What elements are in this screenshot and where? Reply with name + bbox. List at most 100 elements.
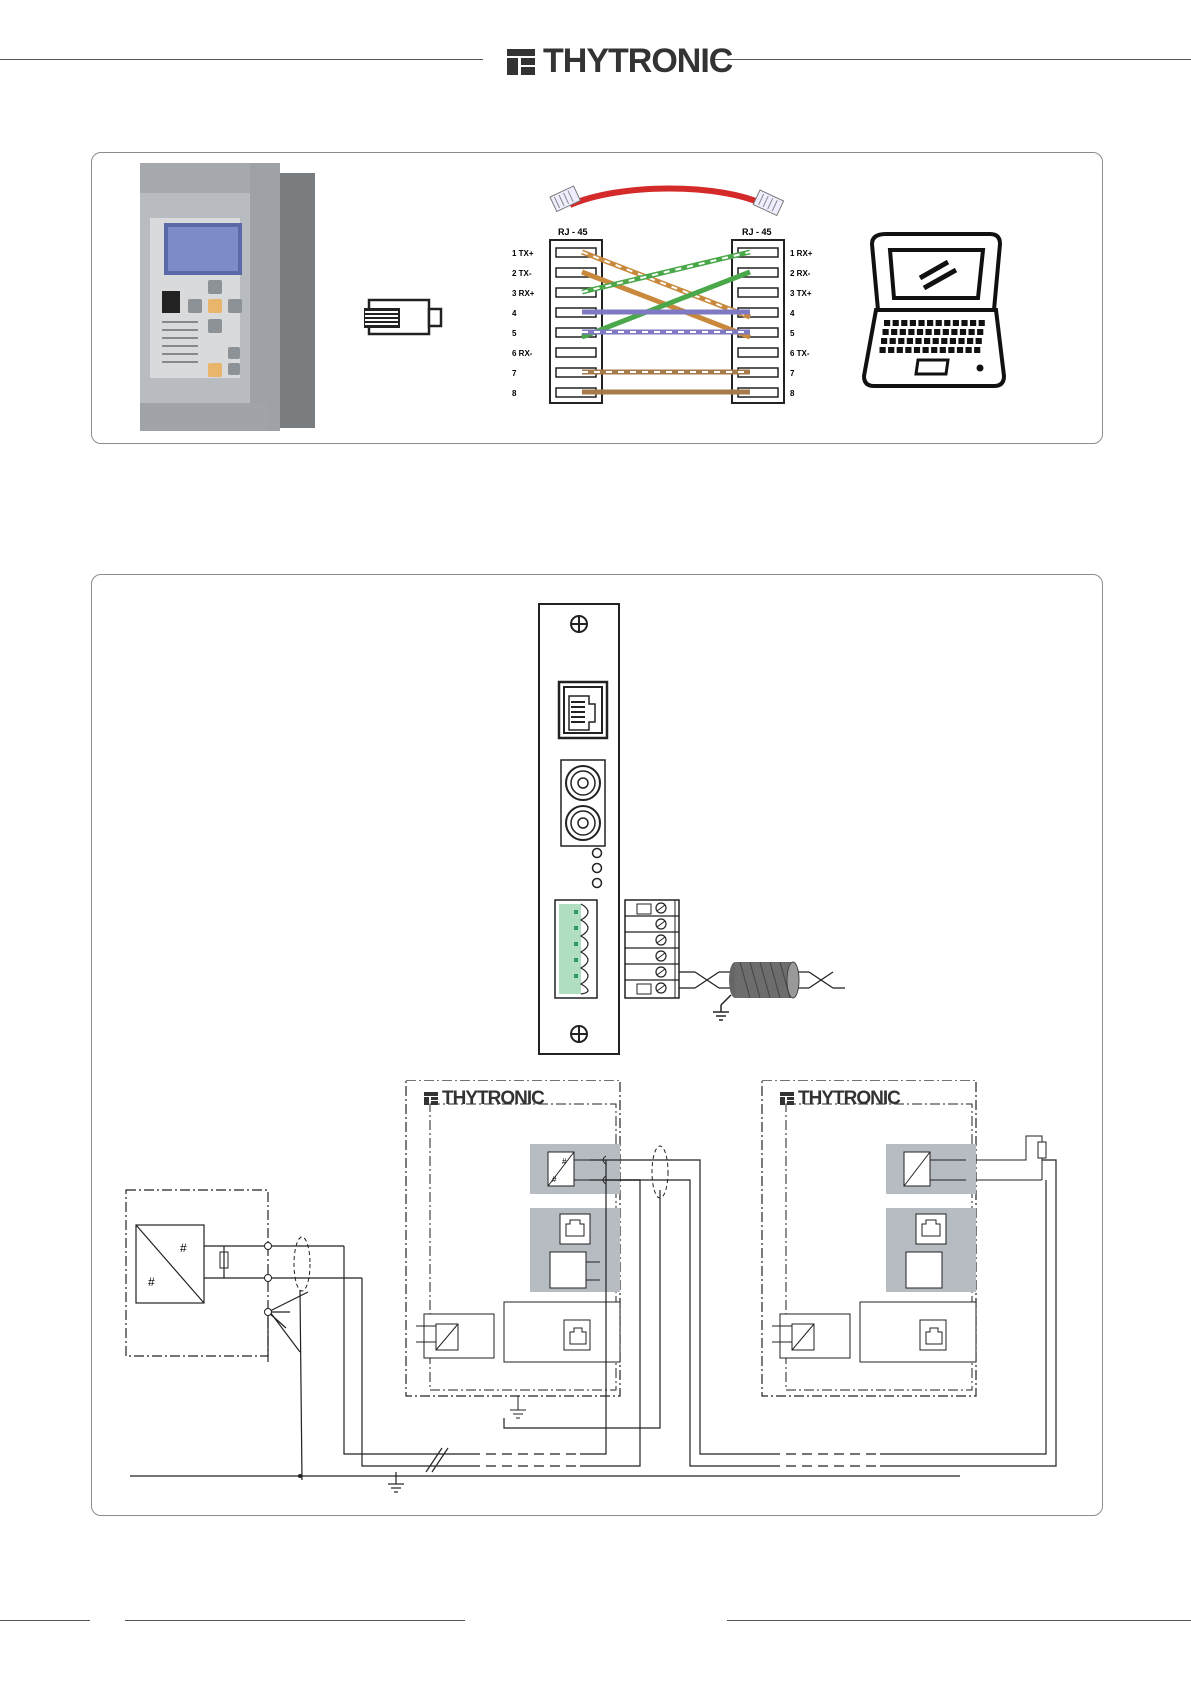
laptop-key [880, 347, 886, 353]
laptop-key [950, 338, 956, 344]
laptop-key [934, 329, 940, 335]
laptop-key [918, 320, 924, 326]
laptop-key [931, 347, 937, 353]
screw-bottom-icon [571, 1026, 587, 1042]
left-pin-label: 2 TX- [512, 269, 532, 278]
device-2-brand: THYTRONIC [798, 1088, 901, 1109]
left-pin-label: 1 TX+ [512, 249, 534, 258]
left-pin-label: 8 [512, 389, 517, 398]
terminal-plug [625, 900, 679, 998]
laptop-key [979, 320, 985, 326]
laptop-key [910, 320, 916, 326]
laptop-key [953, 320, 959, 326]
thytronic-logo-icon [507, 47, 537, 77]
laptop-key [898, 338, 904, 344]
laptop-key [905, 347, 911, 353]
right-pin-label: 1 RX+ [790, 249, 813, 258]
status-led-icons [593, 849, 602, 888]
left-connector-body [550, 240, 602, 403]
fiber-port-tx-icon [566, 766, 600, 800]
laptop-key [957, 347, 963, 353]
laptop-key [907, 338, 913, 344]
brand-logo: THYTRONIC [507, 42, 732, 81]
slave-device-1: THYTRONIC # # [406, 1080, 620, 1418]
laptop-key [900, 329, 906, 335]
laptop-key [897, 347, 903, 353]
svg-text:#: # [180, 1241, 187, 1255]
laptop-key [893, 320, 899, 326]
crossover-cable-diagram: RJ - 45 RJ - 45 1 TX+2 TX-3 RX+456 RX-78… [510, 185, 830, 410]
left-pin-label: 5 [512, 329, 517, 338]
laptop-key [890, 338, 896, 344]
laptop-key [891, 329, 897, 335]
right-plug-icon [753, 190, 783, 215]
fiber-port-rx-icon [566, 806, 600, 840]
right-pin-label: 8 [790, 389, 795, 398]
laptop-key [961, 320, 967, 326]
left-pin-slot [556, 348, 596, 357]
laptop-key [915, 338, 921, 344]
laptop-key [966, 347, 972, 353]
device-1-brand: THYTRONIC [442, 1088, 545, 1109]
laptop-key [960, 329, 966, 335]
laptop-key [941, 338, 947, 344]
right-pin-slot [738, 348, 778, 357]
laptop-key [923, 347, 929, 353]
laptop-key [969, 329, 975, 335]
right-pin-label: 6 TX- [790, 349, 810, 358]
laptop-key [901, 320, 907, 326]
right-pin-label: 5 [790, 329, 795, 338]
right-connector-body [732, 240, 784, 403]
right-pin-label: 2 RX- [790, 269, 811, 278]
left-pin-label: 7 [512, 369, 517, 378]
red-patch-cable [570, 189, 765, 206]
laptop-key [881, 338, 887, 344]
footer-rule-right [727, 1620, 1191, 1621]
laptop-key [917, 329, 923, 335]
laptop-key [914, 347, 920, 353]
laptop-key [908, 329, 914, 335]
svg-text:#: # [562, 1157, 567, 1166]
laptop-key [944, 320, 950, 326]
laptop-key [883, 329, 889, 335]
svg-text:#: # [148, 1275, 155, 1289]
main-ground-icon [388, 1472, 404, 1492]
laptop-key [948, 347, 954, 353]
device-1-ground-icon [510, 1396, 526, 1418]
laptop-key [967, 338, 973, 344]
svg-text:#: # [552, 1175, 557, 1184]
laptop-key [936, 320, 942, 326]
laptop-key [974, 347, 980, 353]
left-plug-icon [550, 186, 580, 211]
laptop-key [933, 338, 939, 344]
slave-device-2: THYTRONIC [762, 1080, 1046, 1396]
left-pin-label: 4 [512, 309, 517, 318]
screw-top-icon [571, 616, 587, 632]
terminal-block-socket [555, 900, 597, 998]
laptop-key [927, 320, 933, 326]
network-wiring-schematic: # # THYTRONIC # # [100, 1080, 1090, 1500]
laptop-key [888, 347, 894, 353]
left-connector-label: RJ - 45 [558, 227, 588, 237]
laptop-icon [858, 228, 1008, 393]
laptop-key [943, 329, 949, 335]
communication-module-board [535, 600, 855, 1060]
header-rule-right [712, 59, 1191, 60]
header-rule-left [0, 59, 483, 60]
footer-rule-middle [125, 1620, 465, 1621]
brand-name: THYTRONIC [543, 42, 732, 81]
rj45-plug-icon [362, 298, 444, 338]
right-pin-label: 3 TX+ [790, 289, 812, 298]
right-connector-label: RJ - 45 [742, 227, 772, 237]
left-pin-label: 6 RX- [512, 349, 533, 358]
right-pin-slot [738, 288, 778, 297]
rj45-port-icon [559, 682, 607, 738]
right-pin-label: 4 [790, 309, 795, 318]
laptop-key [926, 329, 932, 335]
laptop-key [977, 329, 983, 335]
laptop-key [924, 338, 930, 344]
laptop-key [951, 329, 957, 335]
relay-device-photo [140, 163, 315, 431]
laptop-key [940, 347, 946, 353]
laptop-key [958, 338, 964, 344]
